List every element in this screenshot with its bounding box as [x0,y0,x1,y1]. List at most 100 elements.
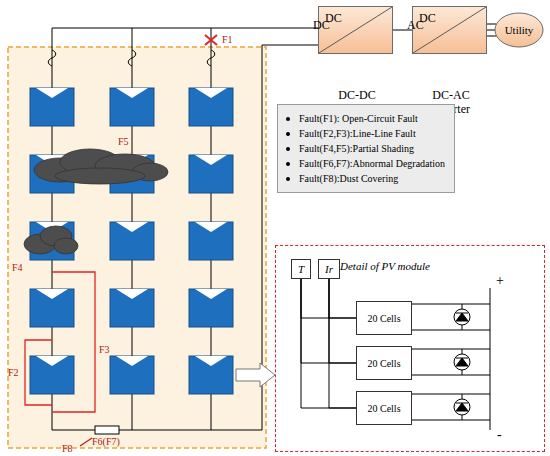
inverter-box: DCACDC-AC Inverter [412,6,487,54]
module-notch [116,289,148,299]
module-notch [36,356,68,366]
bullet [286,162,290,166]
diode-circle [454,354,470,370]
cell-wire [411,304,490,330]
fault-row: Fault(F4,F5):Partial Shading [286,141,445,156]
phase-line [487,24,497,25]
fault-callout: F3 [99,344,110,355]
module-notch [195,356,227,366]
signal-wire [329,279,356,408]
pv-module [189,155,233,193]
module-notch [116,356,148,366]
cells-label: 20 Cells [367,358,400,369]
fuse [128,50,136,66]
module-wire [211,193,212,222]
fuse [48,50,56,66]
module-wire [132,126,133,155]
bullet [286,117,290,121]
module-notch [36,88,68,98]
cell-wire [411,349,490,375]
diode-triangle [456,313,468,321]
utility-label: Utility [494,24,544,36]
fault-text: Fault(F1): Open-Circuit Fault [299,113,418,124]
module-wire [132,327,133,356]
fault-row: Fault(F8):Dust Covering [286,171,445,186]
module-detail-box: Detail of PV moduleTIr20 Cells20 Cells20… [275,245,545,452]
input-label: Ir [325,263,333,275]
diode-bar [456,403,468,404]
array-wiring [52,28,318,430]
pv-modules [30,88,233,394]
signal-wire [329,279,356,363]
fault-row: Fault(F6,F7):Abnormal Degradation [286,156,445,171]
pv-module [189,356,233,394]
bullet [286,147,290,151]
module-wire [52,327,53,356]
line-line-fault-f3 [52,272,95,412]
diode-bar [456,358,468,359]
connector [301,279,356,408]
cell-group: 20 Cells [356,391,412,425]
pv-module [110,88,154,126]
temperature-input: T [291,259,311,279]
module-wire [211,260,212,289]
terminal-sign: - [497,428,502,442]
cell-group: 20 Cells [356,346,412,380]
detail-title: Detail of PV module [340,260,550,272]
module-wire [52,193,53,222]
pv-module [189,88,233,126]
cells-label: 20 Cells [367,403,400,414]
diode-triangle [456,403,468,411]
irradiance-input: Ir [318,259,340,279]
utility-circle: Utility [494,12,544,48]
fault-callout: F5 [118,136,129,147]
module-wire [132,193,133,222]
terminal-sign: + [496,274,504,288]
bullet [286,177,290,181]
fault-text: Fault(F6,F7):Abnormal Degradation [299,158,445,169]
pv-module [189,289,233,327]
connector [329,279,356,408]
input-label: T [298,263,304,275]
degradation-resistor [95,426,119,434]
module-wire [132,260,133,289]
line-line-fault-f2 [25,340,52,405]
shading-cloud-f5 [34,149,168,184]
module-wire [52,126,53,155]
shading-cloud-f4 [24,226,78,254]
pv-module [189,222,233,260]
fault-text: Fault(F2,F3):Line-Line Fault [299,128,416,139]
module-notch [195,88,227,98]
connector [329,279,356,318]
bypass-diodes [411,288,490,430]
signal-wire [301,279,356,408]
port-label: DC [325,11,398,26]
fault-callout: F4 [12,262,23,273]
module-notch [36,289,68,299]
fault-row: Fault(F2,F3):Line-Line Fault [286,126,445,141]
fault-text: Fault(F4,F5):Partial Shading [299,143,414,154]
fault-row: Fault(F1): Open-Circuit Fault [286,111,445,126]
module-notch [195,289,227,299]
pv-module [30,356,74,394]
diode-circle [454,399,470,415]
fault-text: Fault(F8):Dust Covering [299,173,398,184]
module-wire [52,260,53,289]
cell-group: 20 Cells [356,301,412,335]
open-circuit-mark [205,35,217,45]
fuse-symbols [48,50,215,66]
pv-module [30,88,74,126]
module-notch [116,88,148,98]
module-notch [116,222,148,232]
module-wire [211,327,212,356]
pv-array-region [8,47,266,448]
module-wire [211,126,212,155]
diode-bar [456,313,468,314]
cell-wire [411,394,490,420]
module-notch [195,222,227,232]
fault-callout: F6(F7) [92,436,120,447]
pv-module [110,289,154,327]
fault-callout: F8 [62,443,73,454]
port-label: DC [419,11,492,26]
phase-line [487,30,495,31]
